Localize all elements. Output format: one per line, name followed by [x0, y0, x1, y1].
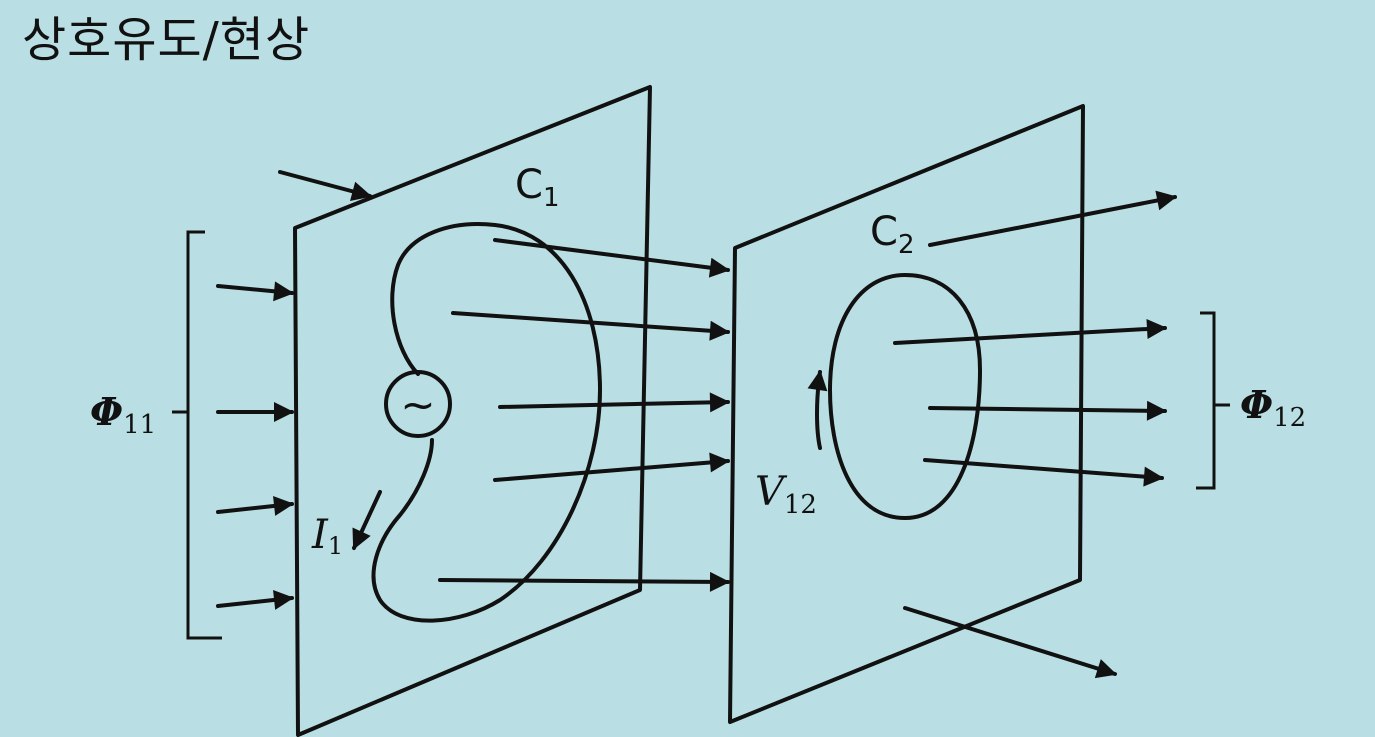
- plane-1: [293, 85, 652, 737]
- label-phi11: Φ11: [90, 389, 156, 440]
- current-i1-arrow: [352, 490, 382, 550]
- flux-arrow-mid-4: [493, 452, 730, 482]
- flux-arrow-out-1: [893, 319, 1167, 345]
- label-i1: I1: [311, 512, 343, 560]
- flux-arrow-in-4: [216, 589, 294, 610]
- flux-arrow-out-2: [928, 400, 1167, 421]
- flux-arrow-mid-1: [493, 238, 730, 278]
- flux-arrow-out-3: [923, 458, 1164, 487]
- flux-arrow-mid-5: [438, 571, 730, 592]
- flux-arrow-in-3: [216, 495, 294, 516]
- plane-2: [728, 104, 1085, 724]
- label-v12: V12: [755, 469, 817, 520]
- coil-c2: [828, 273, 982, 520]
- flux-arrow-out-top: [928, 190, 1177, 247]
- label-c1: C1: [515, 162, 559, 213]
- phi12-bracket: [1196, 311, 1216, 490]
- flux-arrow-in-1: [216, 281, 294, 302]
- label-c2: C2: [870, 209, 914, 260]
- flux-arrow-out-bottom: [903, 606, 1117, 679]
- ac-source-symbol: ~: [400, 380, 435, 429]
- voltage-v12-arrow: [807, 370, 828, 450]
- flux-arrow-mid-3: [498, 392, 730, 413]
- ac-source-icon: [384, 370, 452, 438]
- flux-arrow-mid-2: [451, 311, 730, 341]
- phi11-bracket: [186, 230, 222, 640]
- label-phi12: Φ12: [1240, 382, 1306, 433]
- flux-arrow-in-top: [278, 170, 372, 202]
- coil-c1: [371, 222, 602, 623]
- page-title: 상호유도/현상: [22, 12, 311, 68]
